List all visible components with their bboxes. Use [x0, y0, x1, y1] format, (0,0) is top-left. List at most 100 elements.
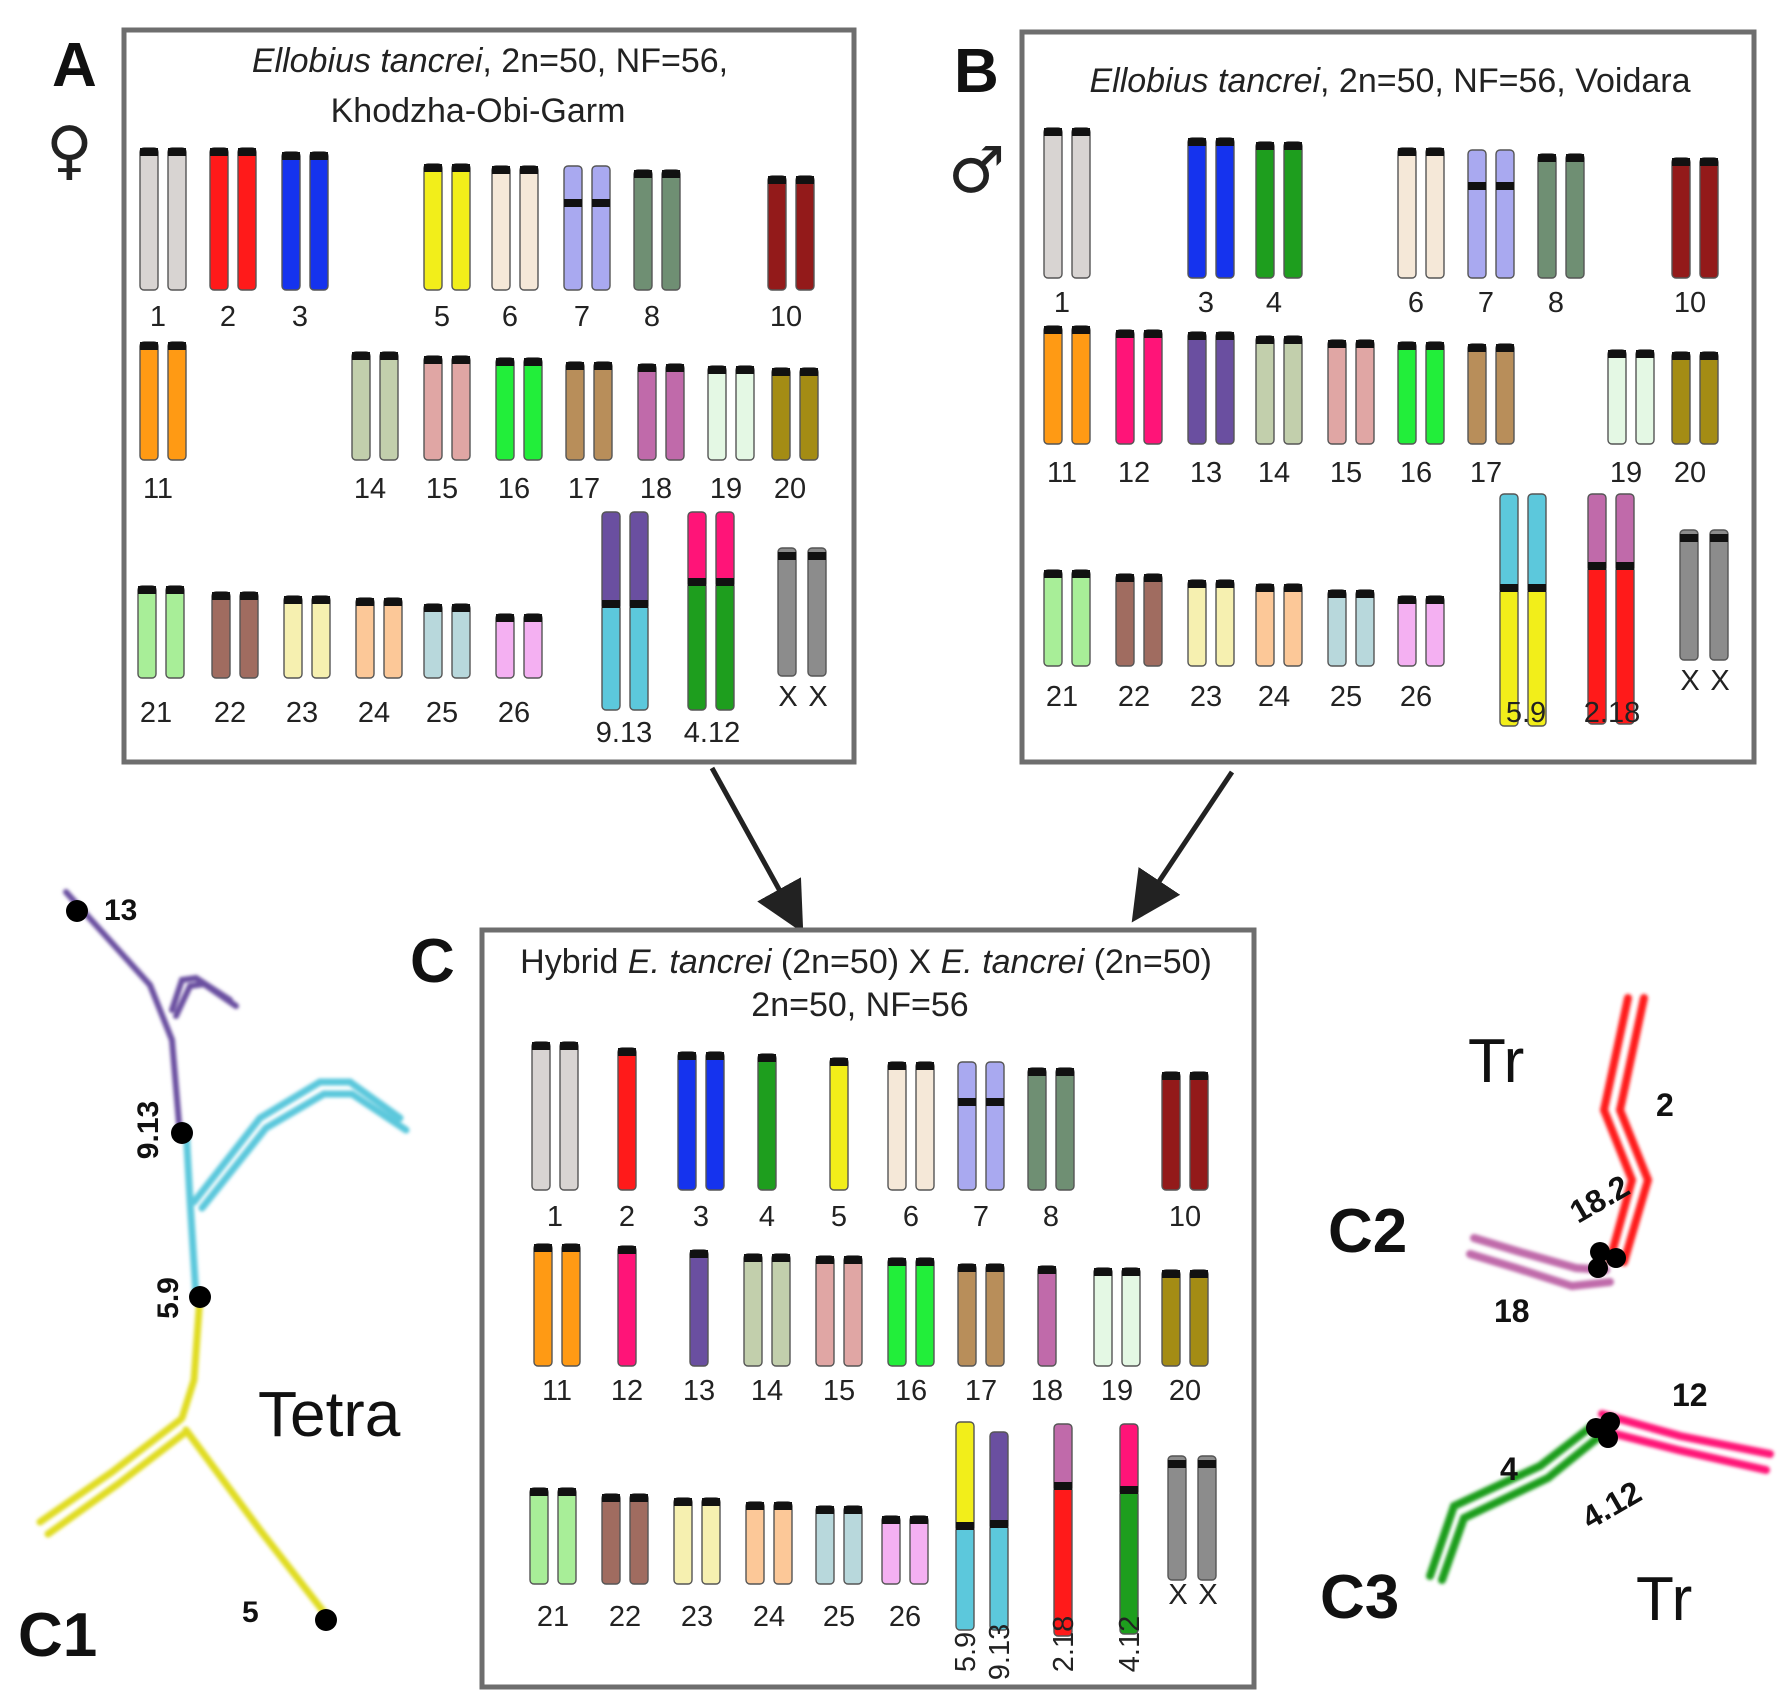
chromatid-c-26-1-arm [881, 1515, 901, 1585]
chromatid-c-18-1 [1037, 1265, 1057, 1367]
chromosome-b-16: 16 [1397, 341, 1445, 489]
label-a-14: 14 [354, 473, 386, 505]
chromatid-a-7-1 [563, 165, 583, 291]
chromatid-c-8-2-arm [1055, 1067, 1075, 1191]
chromatid-b-14-1-arm [1255, 335, 1275, 445]
chromatid-c-24-1-centromere [746, 1502, 764, 1510]
arrow-b-to-c [1131, 770, 1235, 923]
label-b-4: 4 [1266, 287, 1282, 319]
chromatid-a-9-13-2 [629, 511, 649, 711]
chromatid-a-8-1-centromere [634, 170, 652, 178]
chromatid-c-16-2-centromere [916, 1258, 934, 1266]
chromatid-c-23-2-arm [701, 1497, 721, 1585]
chromatid-b-23-2 [1215, 579, 1235, 667]
chromatid-c-9-13-1-centromere [990, 1520, 1008, 1528]
chromosome-c-4-12: 4.12 [1114, 1423, 1146, 1672]
panel-a-letter: A [52, 31, 97, 100]
chromatid-c-22-2-arm [629, 1493, 649, 1585]
chromatid-c-14-2 [771, 1253, 791, 1367]
chromatid-b-4-1-arm [1255, 141, 1275, 279]
chromatid-a-16-1 [495, 357, 515, 461]
chromatid-a-x-1-arm [777, 547, 797, 677]
chromosome-a-9-13: 9.13 [596, 511, 652, 749]
panel-b-species: Ellobius tancrei [1089, 62, 1321, 100]
chromatid-c-5-9-1-centromere [956, 1522, 974, 1530]
chromatid-b-20-1-centromere [1672, 352, 1690, 360]
chromosome-c-16: 16 [887, 1257, 935, 1407]
chromatid-c-24-1-arm [745, 1501, 765, 1585]
chromatid-b-19-2-arm [1635, 349, 1655, 445]
chromatid-b-3-2 [1215, 137, 1235, 279]
chromatid-a-26-1-centromere [496, 614, 514, 622]
chromatid-b-2-18-2-arm-upper [1615, 493, 1635, 573]
chromatid-c-2-18-1 [1053, 1423, 1073, 1637]
chromosome-c-4: 4 [757, 1053, 777, 1233]
chromosome-a-5: 5 [423, 163, 471, 333]
label-b-11: 11 [1047, 457, 1077, 489]
chromatid-a-10-2-arm [795, 175, 815, 291]
chromosome-a-8: 8 [633, 169, 681, 333]
label-c-22: 22 [609, 1601, 641, 1633]
label-c-23: 23 [681, 1601, 713, 1633]
chromatid-a-1-1-arm [139, 147, 159, 291]
panel-a-title-line2: Khodzha-Obi-Garm [331, 92, 626, 130]
chromatid-a-24-1 [355, 597, 375, 679]
chromatid-a-25-1 [423, 603, 443, 679]
chromatid-b-4-2-centromere [1284, 142, 1302, 150]
chromatid-a-22-2-arm [239, 591, 259, 679]
chromatid-b-x-2 [1709, 529, 1729, 661]
chromatid-b-7-2-centromere [1496, 182, 1514, 190]
chromatid-a-16-2-arm [523, 357, 543, 461]
label-c-13: 13 [683, 1375, 715, 1407]
chromatid-c-13-1 [689, 1249, 709, 1367]
chromatid-a-7-2-centromere [592, 199, 610, 207]
chromatid-b-21-2-arm [1071, 569, 1091, 667]
chromatid-a-11-1-centromere [140, 342, 158, 350]
chromatid-a-23-1-arm [283, 595, 303, 679]
chromatid-a-15-2-arm [451, 355, 471, 461]
label-a-2: 2 [220, 301, 236, 333]
label-b-15: 15 [1330, 457, 1362, 489]
chromosome-b-23: 23 [1187, 579, 1235, 713]
chromatid-a-15-2 [451, 355, 471, 461]
chromatid-b-3-1 [1187, 137, 1207, 279]
chromatid-c-20-2-centromere [1190, 1270, 1208, 1278]
chromatid-c-22-2-centromere [630, 1494, 648, 1502]
chromatid-b-x-1 [1679, 529, 1699, 661]
chromatid-b-10-2-arm [1699, 157, 1719, 279]
chromatid-b-10-1-arm [1671, 157, 1691, 279]
c1-label-59: 5.9 [152, 1277, 185, 1319]
panel-c-letter: C [410, 927, 455, 996]
chromatid-b-25-1-arm [1327, 589, 1347, 667]
chromosome-b-6: 6 [1397, 147, 1445, 319]
chromatid-c-20-2 [1189, 1269, 1209, 1367]
label-c-17: 17 [965, 1375, 997, 1407]
chromatid-a-2-2 [237, 147, 257, 291]
chromatid-a-5-1 [423, 163, 443, 291]
c1-centromere-5 [315, 1609, 337, 1631]
chromatid-a-19-1-arm [707, 365, 727, 461]
label-b-21: 21 [1046, 681, 1078, 713]
chromatid-a-x-2-arm [807, 547, 827, 677]
chromatid-c-6-2-arm [915, 1061, 935, 1191]
chromatid-a-24-1-centromere [356, 598, 374, 606]
chromosome-c-6: 6 [887, 1061, 935, 1233]
label-a-22: 22 [214, 697, 246, 729]
chromatid-b-23-2-arm [1215, 579, 1235, 667]
label-c-18: 18 [1031, 1375, 1063, 1407]
chromatid-c-9-13-1-arm-upper [989, 1431, 1009, 1531]
chromatid-a-4-12-2-arm-upper [715, 511, 735, 589]
chromatid-a-4-12-2-arm-lower [715, 581, 735, 711]
chromatid-b-x-2-centromere [1710, 534, 1728, 542]
chromatid-c-15-2 [843, 1255, 863, 1367]
chromatid-a-26-1-arm [495, 613, 515, 679]
chromatid-c-10-1 [1161, 1071, 1181, 1191]
chromatid-a-25-1-arm [423, 603, 443, 679]
chromatid-a-25-1-centromere [424, 604, 442, 612]
chromatid-b-8-2 [1565, 153, 1585, 279]
chromatid-b-2-18-1-centromere [1588, 562, 1606, 570]
chromatid-a-5-1-centromere [424, 164, 442, 172]
chromatid-c-8-1 [1027, 1067, 1047, 1191]
chromatid-b-5-9-2-centromere [1528, 584, 1546, 592]
chromatid-a-22-2-centromere [240, 592, 258, 600]
